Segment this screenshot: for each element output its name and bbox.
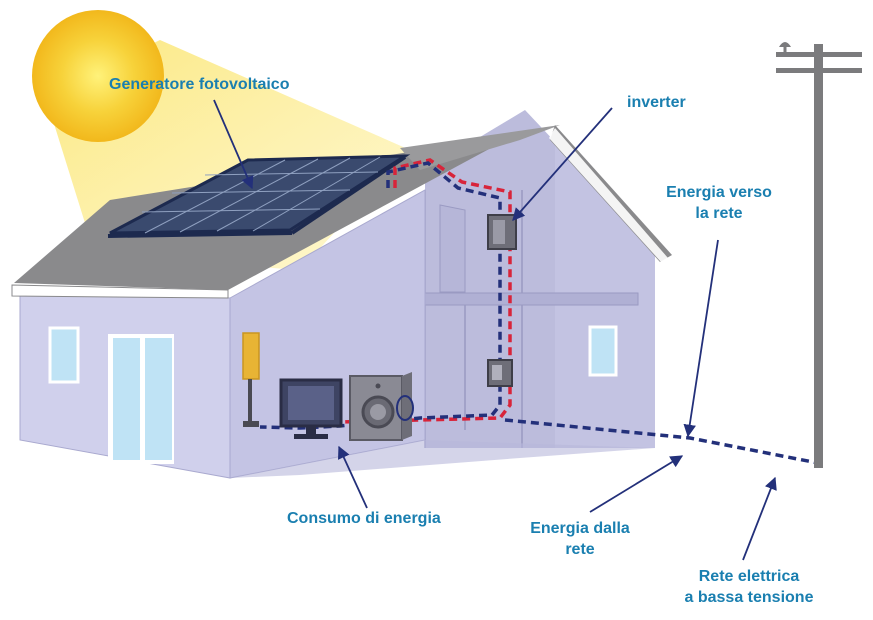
label-energy-from-grid-line2: rete <box>565 541 595 558</box>
roof-right-edge <box>549 128 668 262</box>
roof-top-back <box>400 125 560 170</box>
french-door <box>108 334 174 464</box>
arrow-inverter <box>512 107 613 221</box>
washing-machine-icon <box>349 372 414 441</box>
arrow-consumption <box>338 445 368 509</box>
label-low-voltage-grid: Rete elettrica a bassa tensione <box>674 566 824 608</box>
label-energy-from-grid-line1: Energia dalla <box>530 520 630 537</box>
meter-icon <box>487 359 513 387</box>
house-wall-right-gable <box>555 130 655 448</box>
label-consumption: Consumo di energia <box>287 510 441 527</box>
arrow-generator <box>213 99 254 190</box>
interior-door <box>439 204 466 293</box>
label-energy-from-grid: Energia dalla rete <box>521 518 639 560</box>
wire-to-grid-pole <box>504 418 819 465</box>
house-floor <box>230 440 655 478</box>
label-low-voltage-grid-line2: a bassa tensione <box>684 589 814 606</box>
lamp-icon <box>242 332 260 427</box>
upper-floor <box>424 292 639 306</box>
label-generator: Generatore fotovoltaico <box>109 76 290 93</box>
window-right <box>588 325 618 377</box>
label-energy-to-grid-line2: la rete <box>695 205 743 222</box>
arrow-energy-from-grid <box>589 455 684 513</box>
inverter-icon <box>487 214 517 250</box>
solar-panel-icon <box>107 154 411 238</box>
label-energy-to-grid: Energia verso la rete <box>656 182 782 224</box>
window-left <box>48 326 80 384</box>
utility-pole-icon <box>776 42 862 468</box>
label-inverter: inverter <box>627 94 686 111</box>
arrow-low-voltage-grid <box>742 476 777 561</box>
roof-left-edge <box>11 284 229 299</box>
label-energy-to-grid-line1: Energia verso <box>666 184 772 201</box>
label-low-voltage-grid-line1: Rete elettrica <box>698 568 800 585</box>
sun-icon <box>32 10 164 142</box>
tv-icon <box>279 378 343 439</box>
arrow-energy-to-grid <box>683 239 719 438</box>
